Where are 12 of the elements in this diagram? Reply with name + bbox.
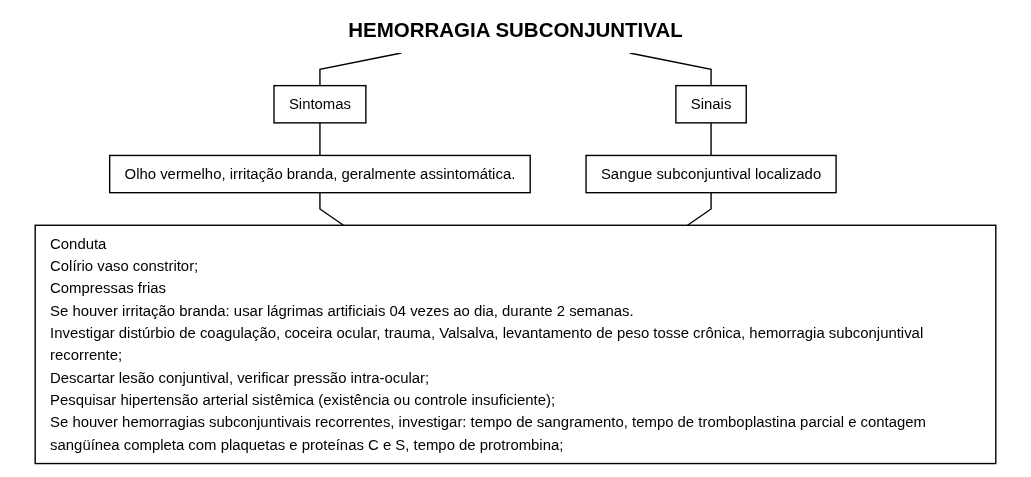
connector	[628, 52, 712, 87]
node-text: HEMORRAGIA SUBCONJUNTIVAL	[348, 18, 683, 42]
connector	[319, 52, 403, 87]
node-box: Sinais	[675, 84, 747, 124]
node-box: Olho vermelho, irritação branda, geralmente assintomática.	[109, 154, 531, 194]
connector	[319, 122, 321, 157]
node-box: Conduta Colírio vaso constritor; Compressas frias Se houver irritação branda: usar lágrimas artificiais 04 vezes ao dia, durante 2 semanas. Investigar distúrbio de coagulação, coceira ocular, trauma, Valsalva, levantamento de peso tosse crônica, hemorragia subconjuntival recorrente; Descartar lesão conjuntival, verificar pressão intra-ocular; Pesquisar hipertensão arterial sistêmica (existência ou controle insuficiente); Se houver hemorragias subconjuntivais recorrentes, investigar: tempo de sangramento, tempo de tromboplastina parcial e contagem sangüínea completa com plaquetas e proteínas C e S, tempo de protrombina;	[34, 224, 997, 465]
node-box: Sangue subconjuntival localizado	[585, 154, 837, 194]
connector	[319, 192, 345, 226]
connector	[686, 192, 712, 226]
node-box: Sintomas	[273, 84, 367, 124]
connector	[710, 122, 712, 157]
